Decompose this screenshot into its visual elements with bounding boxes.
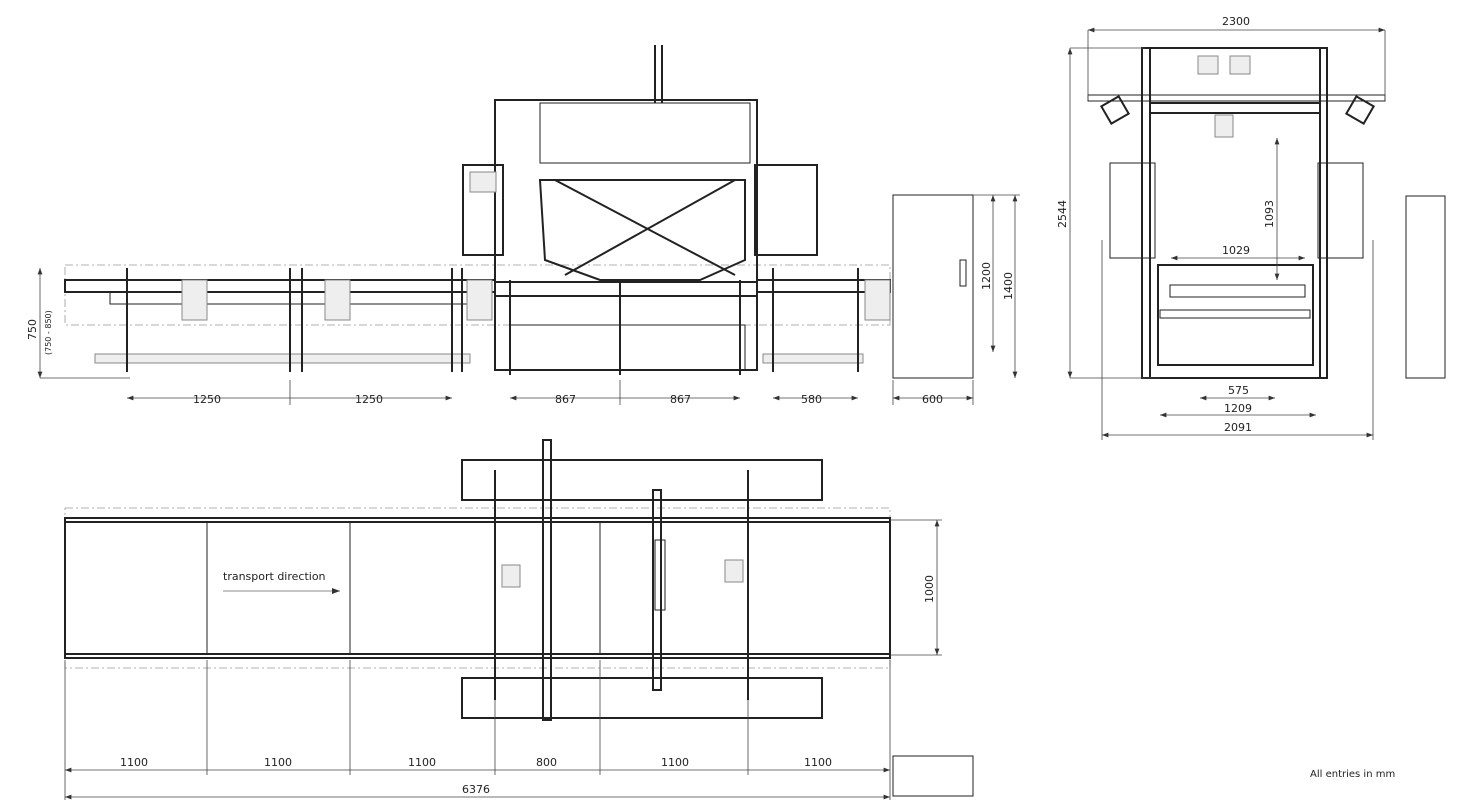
dim-feet-575: 575 — [1228, 384, 1249, 397]
dim-conveyor-1: 1250 — [193, 393, 221, 406]
dim-segment-5: 1100 — [661, 756, 689, 769]
dim-machine-2: 867 — [670, 393, 691, 406]
conveyor-infeed — [64, 268, 496, 372]
dim-cabinet-width: 600 — [922, 393, 943, 406]
dim-segment-6: 1100 — [804, 756, 832, 769]
dim-feet-1209: 1209 — [1224, 402, 1252, 415]
dim-inner-1029: 1029 — [1222, 244, 1250, 257]
control-cabinet-front — [892, 194, 974, 379]
dim-segment-1: 1100 — [120, 756, 148, 769]
conveyor-outfeed — [756, 268, 891, 372]
dim-segment-2: 1100 — [264, 756, 292, 769]
dim-belt-1000: 1000 — [923, 575, 936, 603]
dim-segment-3: 1100 — [408, 756, 436, 769]
dim-height-range: (750 - 850) — [44, 310, 53, 355]
dim-conveyor-2: 1250 — [355, 393, 383, 406]
dim-camera-1093: 1093 — [1263, 200, 1276, 228]
dim-total-6376: 6376 — [462, 783, 490, 796]
units-note: All entries in mm — [1310, 769, 1395, 780]
dim-cabinet-1200: 1200 — [980, 262, 993, 290]
dim-height-2544: 2544 — [1056, 200, 1069, 228]
dim-base-2091: 2091 — [1224, 421, 1252, 434]
dim-machine-1: 867 — [555, 393, 576, 406]
dim-width-2300: 2300 — [1222, 15, 1250, 28]
front-view: 750 (750 - 850) 1250 1250 867 867 580 60… — [26, 45, 1020, 406]
top-view: transport direction 1000 1100 1100 1100 … — [64, 439, 974, 800]
side-view: 2300 2544 1093 1029 575 1209 2091 — [1056, 15, 1446, 440]
dim-segment-4: 800 — [536, 756, 557, 769]
dim-height-750: 750 — [26, 319, 39, 340]
dim-cabinet-1400: 1400 — [1002, 272, 1015, 300]
scanner-tunnel — [462, 45, 818, 375]
dim-outfeed: 580 — [801, 393, 822, 406]
control-cabinet-top — [892, 755, 974, 797]
transport-direction-label: transport direction — [223, 570, 326, 583]
